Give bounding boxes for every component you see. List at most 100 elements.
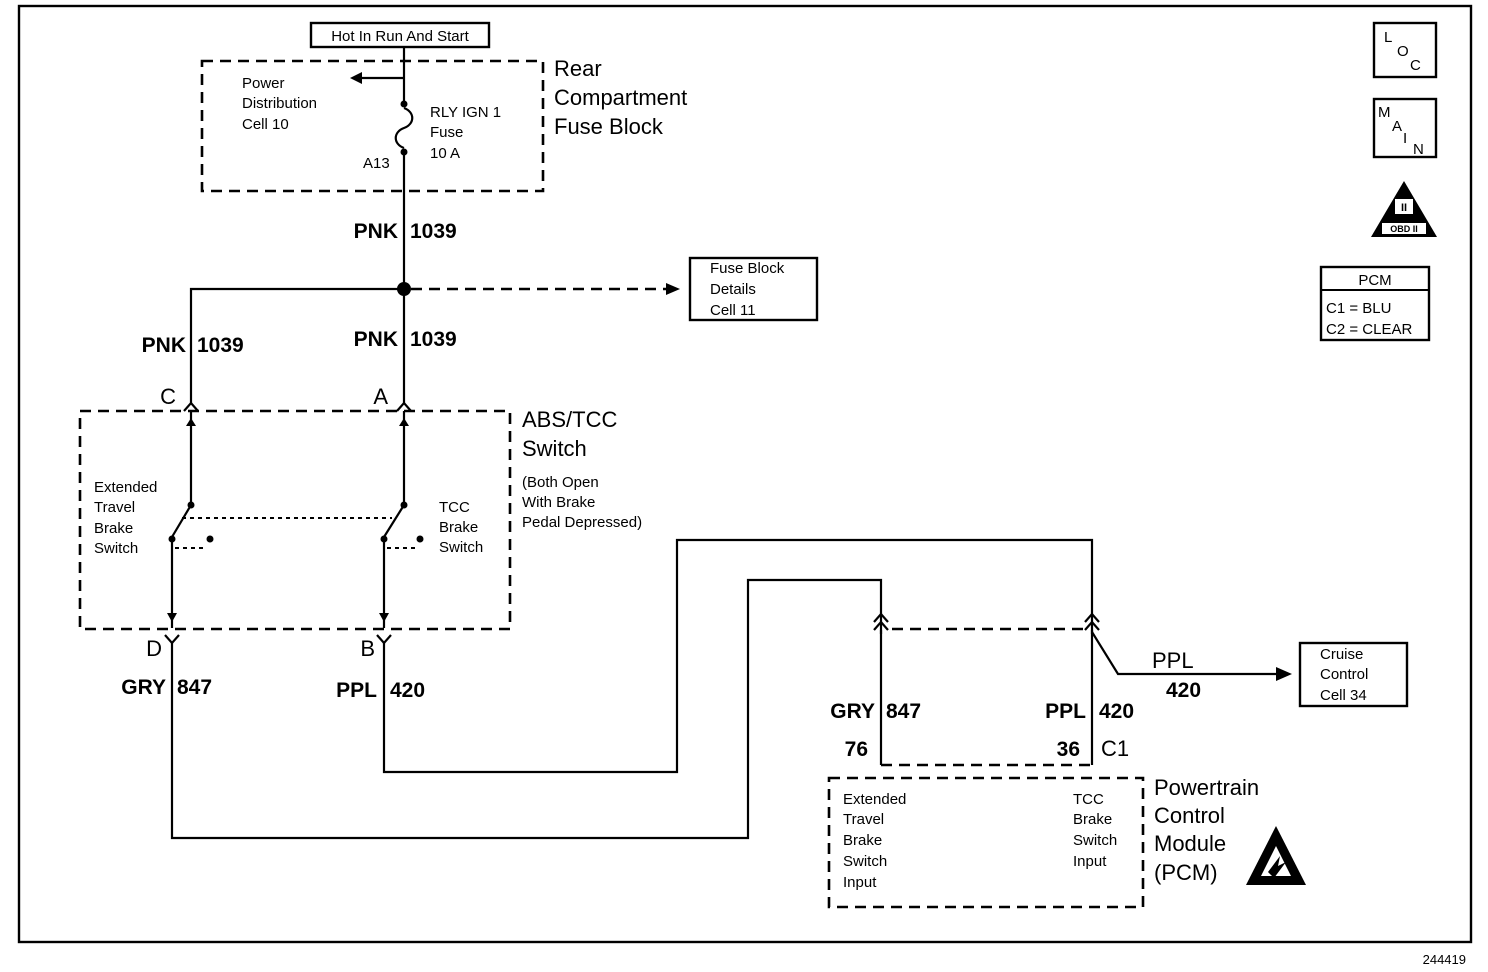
svg-text:RLY IGN 1: RLY IGN 1 xyxy=(430,104,501,121)
switch-title: ABS/TCC Switch xyxy=(522,407,617,461)
svg-text:With Brake: With Brake xyxy=(522,494,595,511)
svg-text:Pedal Depressed): Pedal Depressed) xyxy=(522,514,642,531)
svg-text:Switch: Switch xyxy=(522,436,587,461)
arrow-to-fuse-details xyxy=(666,283,680,295)
fuse-details-box xyxy=(688,256,819,322)
svg-text:OBD II: OBD II xyxy=(1390,224,1418,234)
pcm-box xyxy=(827,776,1145,909)
tcc-switch-label: TCC Brake Switch xyxy=(439,499,483,556)
svg-text:Distribution: Distribution xyxy=(242,95,317,112)
pcm-pin-76: 76 xyxy=(845,738,868,761)
wire-gry-847 xyxy=(170,578,883,840)
svg-text:(PCM): (PCM) xyxy=(1154,860,1218,885)
tcc-switch-blade xyxy=(383,504,405,538)
wire-pnk-mid-color: PNK xyxy=(354,328,398,351)
wire-ppl-right-color: PPL xyxy=(1045,700,1086,723)
svg-text:Module: Module xyxy=(1154,831,1226,856)
wire-ppl-left-color: PPL xyxy=(336,679,377,702)
svg-text:Input: Input xyxy=(843,874,877,891)
svg-text:Cruise: Cruise xyxy=(1320,646,1363,663)
svg-text:C: C xyxy=(1410,57,1421,74)
arrow-to-cruise xyxy=(1276,667,1292,681)
svg-text:Switch: Switch xyxy=(1073,832,1117,849)
main-icon: M A I N xyxy=(1372,97,1438,159)
pcm-legend-box: PCM C1 = BLU C2 = CLEAR xyxy=(1319,265,1431,342)
wire-gry-left-circuit: 847 xyxy=(177,676,212,699)
svg-text:Cell 11: Cell 11 xyxy=(710,302,756,319)
fuse-block-box xyxy=(200,59,545,193)
svg-text:Control: Control xyxy=(1154,803,1225,828)
wire-pnk-top-circuit: 1039 xyxy=(410,220,457,243)
svg-text:TCC: TCC xyxy=(1073,791,1104,808)
svg-text:Extended: Extended xyxy=(94,479,157,496)
pin-d: D xyxy=(146,636,162,661)
wire-ppl-right-circuit: 420 xyxy=(1099,700,1134,723)
svg-text:Powertrain: Powertrain xyxy=(1154,775,1259,800)
wire-gry-left-color: GRY xyxy=(121,676,166,699)
svg-text:Brake: Brake xyxy=(439,519,478,536)
svg-text:Fuse: Fuse xyxy=(430,124,463,141)
fuse-label: RLY IGN 1 Fuse 10 A xyxy=(430,104,501,162)
svg-text:Input: Input xyxy=(1073,853,1107,870)
svg-text:M: M xyxy=(1378,104,1391,121)
wire-ppl-left-circuit: 420 xyxy=(390,679,425,702)
terminal-a13: A13 xyxy=(363,155,390,172)
svg-text:Control: Control xyxy=(1320,666,1368,683)
cruise-control-box xyxy=(1298,641,1409,708)
pcm-title: Powertrain Control Module (PCM) xyxy=(1154,775,1259,885)
svg-text:A: A xyxy=(1392,118,1402,135)
svg-text:Cell 34: Cell 34 xyxy=(1320,687,1367,704)
svg-text:Power: Power xyxy=(242,75,285,92)
wire-gry-right-color: GRY xyxy=(830,700,875,723)
svg-text:C2 = CLEAR: C2 = CLEAR xyxy=(1326,321,1412,338)
svg-text:PCM: PCM xyxy=(1358,272,1391,289)
wire-pnk-left-circuit: 1039 xyxy=(197,334,244,357)
pin-a: A xyxy=(373,384,388,409)
pin-c: C xyxy=(160,384,176,409)
wire-ppl-cruise-color: PPL xyxy=(1152,648,1194,673)
wire-ppl-cruise-circuit: 420 xyxy=(1166,679,1201,702)
extended-travel-switch-blade xyxy=(171,504,192,538)
wire-ppl-420 xyxy=(382,538,1094,774)
hot-label: Hot In Run And Start xyxy=(331,28,469,45)
svg-text:(Both Open: (Both Open xyxy=(522,474,599,491)
pcm-connector-c1: C1 xyxy=(1101,736,1129,761)
switch-note: (Both Open With Brake Pedal Depressed) xyxy=(522,474,642,531)
wire-pnk-mid-circuit: 1039 xyxy=(410,328,457,351)
wire-pnk-left-color: PNK xyxy=(142,334,186,357)
svg-text:Details: Details xyxy=(710,281,756,298)
svg-text:Travel: Travel xyxy=(94,499,135,516)
svg-text:Rear: Rear xyxy=(554,56,602,81)
svg-text:II: II xyxy=(1401,202,1407,214)
svg-text:L: L xyxy=(1384,29,1392,46)
svg-text:C1 = BLU: C1 = BLU xyxy=(1326,300,1391,317)
svg-text:Travel: Travel xyxy=(843,811,884,828)
svg-text:N: N xyxy=(1413,141,1424,158)
fuse-block-title: Rear Compartment Fuse Block xyxy=(554,56,687,139)
svg-text:ABS/TCC: ABS/TCC xyxy=(522,407,617,432)
arrow-to-power-dist xyxy=(350,72,362,84)
pin-b: B xyxy=(360,636,375,661)
hot-label-box xyxy=(309,21,491,49)
svg-text:Cell 10: Cell 10 xyxy=(242,116,289,133)
svg-text:Brake: Brake xyxy=(843,832,882,849)
svg-text:TCC: TCC xyxy=(439,499,470,516)
cruise-control-label: Cruise Control Cell 34 xyxy=(1320,646,1368,704)
diagram-frame xyxy=(17,4,1473,944)
wire-gry-right-circuit: 847 xyxy=(886,700,921,723)
loc-icon: L O C xyxy=(1372,21,1438,79)
fuse-symbol xyxy=(394,106,414,150)
wire-pnk-top-color: PNK xyxy=(354,220,398,243)
pcm-extended-input-label: Extended Travel Brake Switch Input xyxy=(843,791,906,891)
obd-ii-icon: II OBD II xyxy=(1371,181,1437,237)
svg-text:Brake: Brake xyxy=(1073,811,1112,828)
svg-text:Switch: Switch xyxy=(94,540,138,557)
fuse-details-label: Fuse Block Details Cell 11 xyxy=(710,260,785,319)
pcm-tcc-input-label: TCC Brake Switch Input xyxy=(1073,791,1117,870)
extended-travel-switch-label: Extended Travel Brake Switch xyxy=(94,479,157,557)
power-distribution-label: Power Distribution Cell 10 xyxy=(242,75,317,133)
svg-text:Compartment: Compartment xyxy=(554,85,687,110)
svg-text:10 A: 10 A xyxy=(430,145,460,162)
svg-text:Switch: Switch xyxy=(439,539,483,556)
